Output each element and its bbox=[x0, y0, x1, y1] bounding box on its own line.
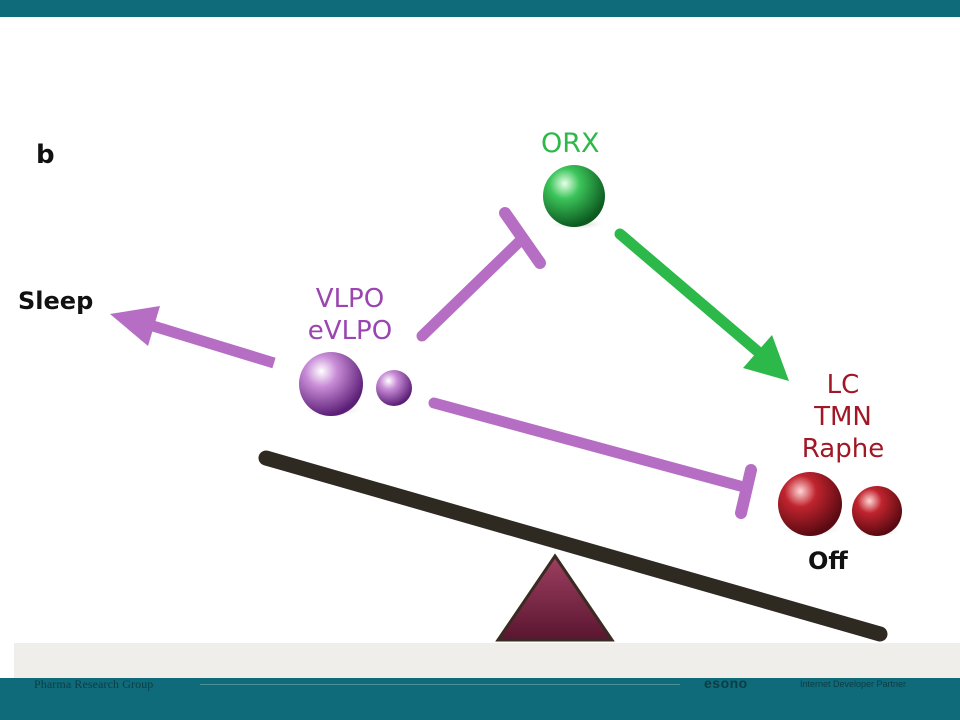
orx-label: ORX bbox=[541, 128, 600, 159]
footer-divider bbox=[200, 684, 680, 685]
wake-label-group: LC TMN Raphe bbox=[780, 369, 906, 465]
seesaw-fulcrum bbox=[495, 553, 615, 642]
orx-excites-wake bbox=[614, 228, 769, 362]
vlpo-label-group: VLPO eVLPO bbox=[306, 283, 394, 347]
sleep-arrow bbox=[138, 316, 276, 369]
vlpo-inhibits-wake bbox=[428, 397, 746, 492]
vlpo-wake-bar bbox=[735, 464, 757, 519]
raphe-label: Raphe bbox=[801, 434, 885, 464]
tmn-label: TMN bbox=[814, 402, 872, 432]
footer-logo: esono bbox=[704, 675, 748, 691]
vlpo-orx-bar bbox=[499, 207, 546, 269]
vlpo-label: VLPO bbox=[315, 284, 385, 314]
header-bar bbox=[0, 0, 960, 17]
vlpo-node bbox=[299, 352, 363, 416]
vlpo-inhibits-orx bbox=[416, 234, 527, 342]
evlpo-node bbox=[376, 370, 412, 406]
panel-letter: b bbox=[36, 140, 55, 170]
lc-node bbox=[778, 472, 842, 536]
tmn-raphe-node bbox=[852, 486, 902, 536]
lc-label: LC bbox=[826, 370, 860, 400]
off-label: Off bbox=[808, 547, 848, 575]
seesaw-beam bbox=[258, 450, 888, 642]
footer-band bbox=[14, 643, 960, 678]
sleep-arrowhead bbox=[110, 306, 160, 346]
orx-arrowhead bbox=[743, 335, 789, 381]
footer-org: Pharma Research Group bbox=[34, 677, 154, 691]
sleep-label: Sleep bbox=[18, 287, 94, 315]
orx-node bbox=[543, 165, 605, 227]
footer-bar: Pharma Research Group esono Internet Dev… bbox=[0, 675, 960, 720]
footer-tagline: Internet Developer Partner bbox=[800, 679, 907, 689]
evlpo-label: eVLPO bbox=[307, 316, 393, 346]
